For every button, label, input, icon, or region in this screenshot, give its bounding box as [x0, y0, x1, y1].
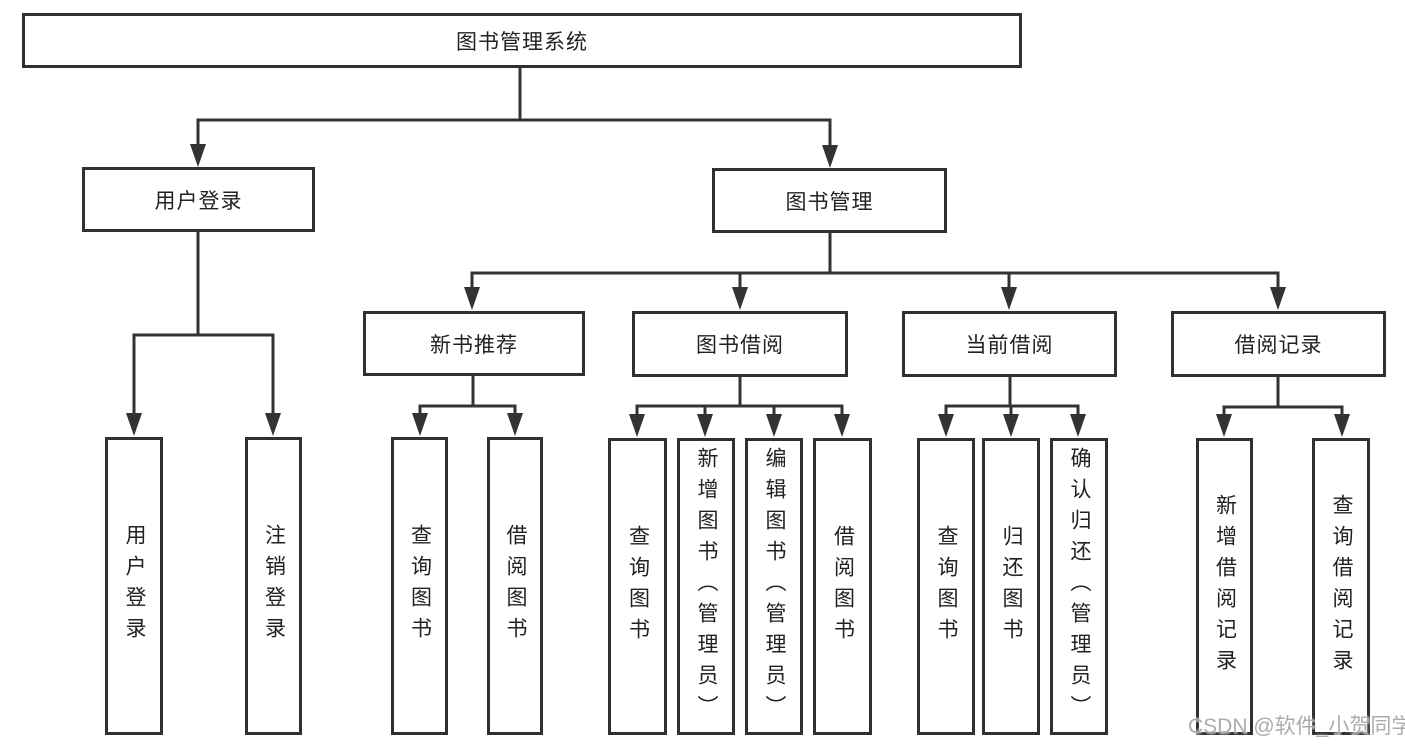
leaf-user-login: 用户登录: [105, 437, 163, 735]
leaf-add-books-admin: 新增图书（管理员）: [677, 438, 735, 735]
node-book-management: 图书管理: [712, 168, 947, 233]
leaf-label: 新增图书（管理员）: [695, 447, 718, 726]
leaf-borrow-books-2: 借阅图书: [813, 438, 872, 735]
node-label: 当前借阅: [965, 334, 1054, 357]
node-new-book-recommendation: 新书推荐: [363, 311, 585, 376]
csdn-watermark: CSDN @软件_小贺同学: [1188, 715, 1405, 738]
leaf-confirm-return-admin: 确认归还（管理员）: [1050, 438, 1108, 735]
leaf-query-books-3: 查询图书: [917, 438, 975, 735]
leaf-logout: 注销登录: [245, 437, 302, 735]
node-label: 用户登录: [154, 189, 243, 213]
node-user-login: 用户登录: [82, 167, 315, 232]
leaf-label: 查询图书: [626, 524, 650, 649]
node-label: 图书管理: [785, 190, 874, 214]
node-library-management-system: 图书管理系统: [22, 13, 1022, 68]
leaf-label: 查询图书: [935, 524, 958, 649]
leaf-edit-books-admin: 编辑图书（管理员）: [745, 438, 803, 735]
node-borrowing-records: 借阅记录: [1171, 311, 1386, 377]
leaf-label: 借阅图书: [504, 524, 527, 648]
leaf-label: 归还图书: [1000, 524, 1023, 649]
node-current-borrowing: 当前借阅: [902, 311, 1117, 377]
leaf-label: 确认归还（管理员）: [1068, 447, 1091, 726]
node-label: 图书管理系统: [456, 30, 588, 54]
leaf-label: 查询借阅记录: [1330, 493, 1353, 680]
leaf-label: 用户登录: [123, 524, 146, 648]
leaf-label: 新增借阅记录: [1213, 493, 1237, 680]
node-label: 新书推荐: [430, 333, 518, 357]
leaf-label: 查询图书: [408, 524, 432, 648]
leaf-label: 注销登录: [262, 524, 286, 648]
leaf-label: 编辑图书（管理员）: [763, 447, 786, 726]
leaf-borrow-books-1: 借阅图书: [487, 437, 543, 735]
leaf-return-books: 归还图书: [982, 438, 1040, 735]
leaf-query-books-1: 查询图书: [391, 437, 448, 735]
node-book-borrowing: 图书借阅: [632, 311, 848, 377]
node-label: 图书借阅: [696, 334, 784, 357]
leaf-query-books-2: 查询图书: [608, 438, 667, 735]
leaf-add-borrow-record: 新增借阅记录: [1196, 438, 1253, 735]
leaf-query-borrow-record: 查询借阅记录: [1312, 438, 1370, 735]
leaf-label: 借阅图书: [831, 524, 855, 649]
node-label: 借阅记录: [1234, 334, 1323, 357]
